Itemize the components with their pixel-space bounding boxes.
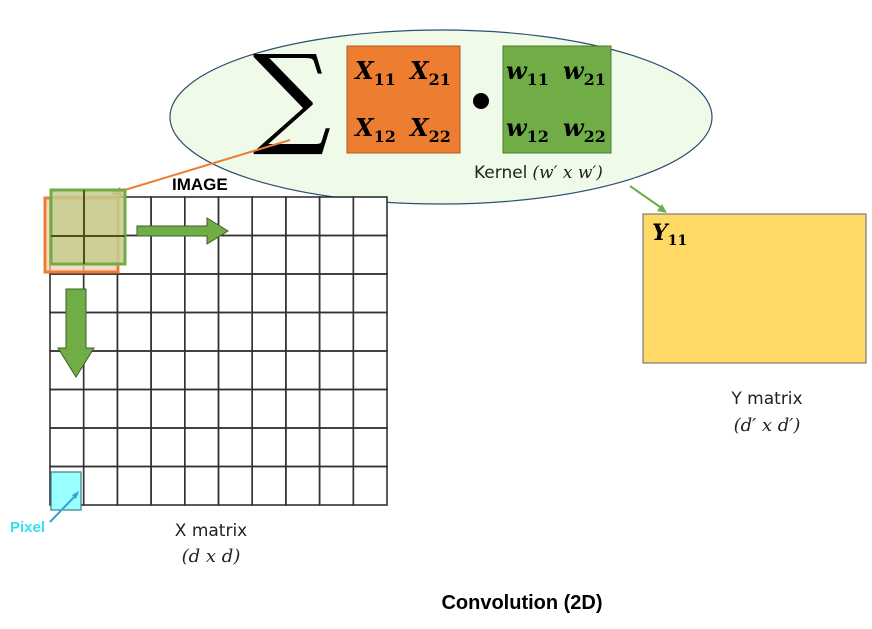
kernel-box: [502, 45, 612, 154]
w-cell-21: w21: [563, 56, 606, 89]
x-matrix-label: X matrix: [175, 521, 247, 541]
x-matrix-size: (d x d): [182, 546, 241, 567]
w-cell-11: w11: [506, 56, 549, 89]
stride-down-arrow-icon: [57, 288, 95, 378]
x-cell-22: X22: [408, 113, 451, 146]
pixel-label: Pixel: [10, 519, 45, 536]
x-cell-12: X12: [353, 113, 396, 146]
y-cell-11: Y11: [652, 220, 687, 249]
w-cell-22: w22: [563, 113, 606, 146]
y-matrix-label: Y matrix: [730, 389, 802, 409]
pixel-cell: [50, 471, 82, 511]
green-connector-line: [629, 185, 664, 210]
image-label: IMAGE: [172, 175, 228, 194]
x-patch-cells: X11 X21 X12 X22: [353, 56, 451, 146]
kernel-cells: w11 w21 w12 w22: [506, 56, 606, 146]
x-cell-21: X21: [408, 56, 451, 89]
orange-connector-line: [117, 139, 291, 193]
green-connector-arrowhead: [657, 204, 667, 213]
kernel-label: Kernel(w′ x w′): [474, 163, 603, 183]
diagram-title: Convolution (2D): [441, 592, 602, 614]
x-matrix-cell: [352, 465, 388, 506]
y-matrix-size: (d′ x d′): [734, 415, 801, 436]
w-cell-12: w12: [506, 113, 549, 146]
y-matrix-box: [642, 213, 867, 364]
sum-symbol: ∑: [253, 31, 332, 159]
stride-right-arrow-icon: [136, 217, 229, 245]
dot-product-symbol: [473, 93, 489, 109]
x-patch-box: [346, 45, 461, 154]
image-patch-green: [49, 188, 127, 266]
pixel-pointer-arrowhead: [72, 491, 79, 499]
pixel-pointer-line: [49, 493, 78, 523]
x-cell-11: X11: [353, 56, 396, 89]
